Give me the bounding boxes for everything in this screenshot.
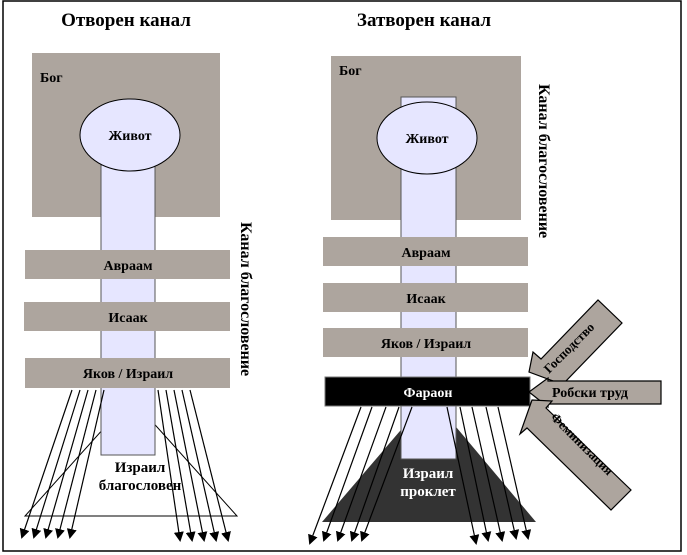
right-pharaoh-label: Фараон xyxy=(404,386,453,401)
left-life-ellipse xyxy=(79,98,181,172)
left-blessing-arrows xyxy=(19,389,231,542)
right-bar-jacob xyxy=(323,328,528,357)
right-isaac-label: Исаак xyxy=(406,292,446,307)
right-life-ellipse xyxy=(376,101,478,175)
right-god-label: Бог xyxy=(339,64,362,79)
right-pharaoh-bar xyxy=(324,376,531,407)
left-abraham-label: Авраам xyxy=(104,259,153,274)
left-bar-isaac xyxy=(24,302,230,331)
right-bar-abraham xyxy=(323,237,528,266)
left-bar-jacob xyxy=(25,358,230,388)
left-life-label: Живот xyxy=(108,129,151,144)
right-result-line2: проклет xyxy=(400,484,456,500)
left-israel-triangle xyxy=(23,397,239,517)
left-jacob-label: Яков / Израил xyxy=(83,367,173,382)
left-result-line2: благословен xyxy=(99,478,182,494)
right-result-line1: Израил xyxy=(403,466,454,482)
right-channel-label: Канал благословение xyxy=(535,84,552,238)
left-title: Отворен канал xyxy=(61,10,191,31)
right-jacob-label: Яков / Израил xyxy=(381,337,471,352)
feminization-arrow xyxy=(518,399,632,511)
right-bar-isaac xyxy=(323,283,528,312)
left-channel-label: Канал благословение xyxy=(237,222,254,376)
left-result-line1: Израил xyxy=(115,460,166,476)
left-god-label: Бог xyxy=(40,71,63,86)
left-isaac-label: Исаак xyxy=(108,311,148,326)
right-abraham-label: Авраам xyxy=(402,246,451,261)
left-bar-abraham xyxy=(25,250,230,279)
right-curse-arrows xyxy=(308,406,532,545)
right-title: Затворен канал xyxy=(357,10,491,31)
slave-labor-label: Робски труд xyxy=(552,386,628,401)
right-life-label: Живот xyxy=(405,132,448,147)
